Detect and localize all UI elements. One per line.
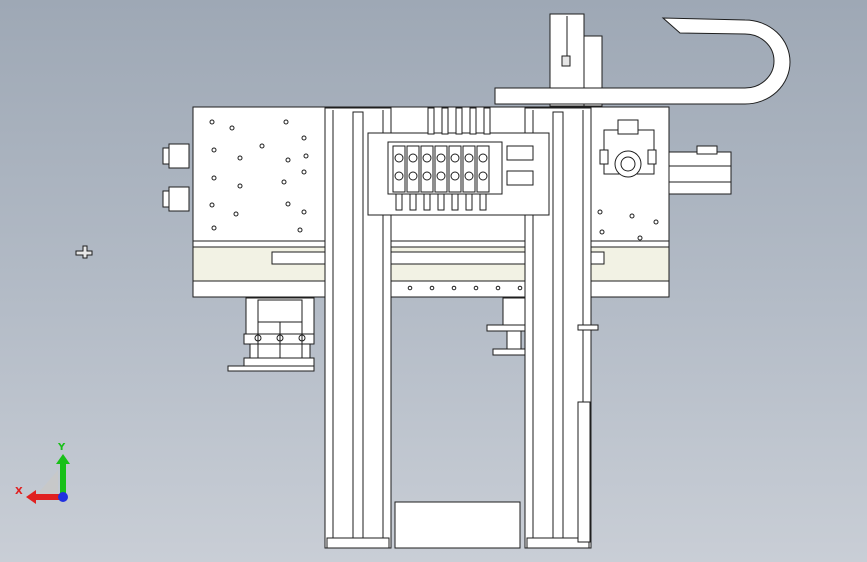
- valve-coil: [394, 153, 404, 163]
- mounting-hole: [259, 143, 265, 149]
- linear-rail-module[interactable]: [192, 240, 670, 298]
- valve-fitting: [479, 193, 487, 211]
- valve-coil: [450, 171, 460, 181]
- mounting-hole: [301, 169, 307, 175]
- triad-y-axis: [60, 462, 66, 500]
- mounting-hole: [209, 202, 215, 208]
- valve-fitting: [437, 193, 445, 211]
- mounting-hole: [597, 209, 603, 215]
- valve-coil: [394, 171, 404, 181]
- rail-bolt: [517, 285, 523, 291]
- valve-coil: [464, 153, 474, 163]
- rail-bolt: [451, 285, 457, 291]
- mounting-hole: [285, 157, 291, 163]
- triad-x-label: X: [15, 486, 23, 497]
- sensor-bracket[interactable]: [599, 119, 657, 178]
- valve-bank[interactable]: [367, 107, 550, 216]
- valve-coil: [422, 171, 432, 181]
- mounting-hole: [281, 179, 287, 185]
- origin-cross-icon: [75, 245, 93, 259]
- valve-body: [448, 145, 462, 193]
- mounting-hole: [301, 135, 307, 141]
- mounting-hole: [283, 119, 289, 125]
- mounting-hole: [629, 213, 635, 219]
- gripper-nut: [298, 334, 306, 342]
- triad-y-label: Y: [58, 442, 66, 453]
- mounting-hole: [237, 183, 243, 189]
- rail-bolt: [473, 285, 479, 291]
- mounting-hole: [285, 201, 291, 207]
- valve-fitting: [409, 193, 417, 211]
- triad-z-axis: [58, 492, 68, 502]
- valve-tube-fitting: [469, 107, 477, 135]
- left-side-cylinder-upper[interactable]: [162, 143, 190, 169]
- left-mounting-plate[interactable]: [192, 106, 328, 242]
- valve-body: [406, 145, 420, 193]
- valve-coil: [464, 171, 474, 181]
- middle-slide-block[interactable]: [486, 297, 526, 356]
- rail-bolt: [495, 285, 501, 291]
- valve-tube-fitting: [483, 107, 491, 135]
- valve-body: [392, 145, 406, 193]
- right-motor-housing[interactable]: [668, 145, 732, 195]
- valve-coil: [408, 153, 418, 163]
- triad-y-arrow: [56, 454, 70, 464]
- base-plate[interactable]: [394, 501, 521, 549]
- valve-body: [434, 145, 448, 193]
- mounting-hole: [599, 229, 605, 235]
- left-side-cylinder-lower[interactable]: [162, 186, 190, 212]
- rail-bolt: [429, 285, 435, 291]
- mounting-hole: [297, 227, 303, 233]
- valve-coil: [478, 171, 488, 181]
- valve-coil: [478, 153, 488, 163]
- valve-fitting: [423, 193, 431, 211]
- valve-tube-fitting: [441, 107, 449, 135]
- valve-coil: [436, 171, 446, 181]
- left-gripper-module[interactable]: [227, 297, 315, 372]
- triad-x-arrow: [26, 490, 36, 504]
- valve-coil: [408, 171, 418, 181]
- gripper-nut: [254, 334, 262, 342]
- mounting-hole: [211, 175, 217, 181]
- mounting-hole: [237, 155, 243, 161]
- mounting-hole: [233, 211, 239, 217]
- valve-body: [462, 145, 476, 193]
- valve-tube-fitting: [455, 107, 463, 135]
- mounting-hole: [229, 125, 235, 131]
- valve-coil: [436, 153, 446, 163]
- mounting-hole: [653, 219, 659, 225]
- mounting-hole: [211, 147, 217, 153]
- valve-fitting: [465, 193, 473, 211]
- mounting-hole: [211, 225, 217, 231]
- valve-tube-fitting: [427, 107, 435, 135]
- valve-coil: [450, 153, 460, 163]
- gripper-nut: [276, 334, 284, 342]
- cable-drag-chain[interactable]: [494, 17, 791, 105]
- valve-body: [476, 145, 490, 193]
- view-orientation-triad-icon: [26, 454, 70, 504]
- mounting-hole: [209, 119, 215, 125]
- mounting-hole: [301, 209, 307, 215]
- rail-bolt: [407, 285, 413, 291]
- valve-fitting: [451, 193, 459, 211]
- mounting-hole: [637, 235, 643, 241]
- valve-body: [420, 145, 434, 193]
- valve-coil: [422, 153, 432, 163]
- triad-x-axis: [34, 494, 62, 500]
- mounting-hole: [303, 153, 309, 159]
- valve-fitting: [395, 193, 403, 211]
